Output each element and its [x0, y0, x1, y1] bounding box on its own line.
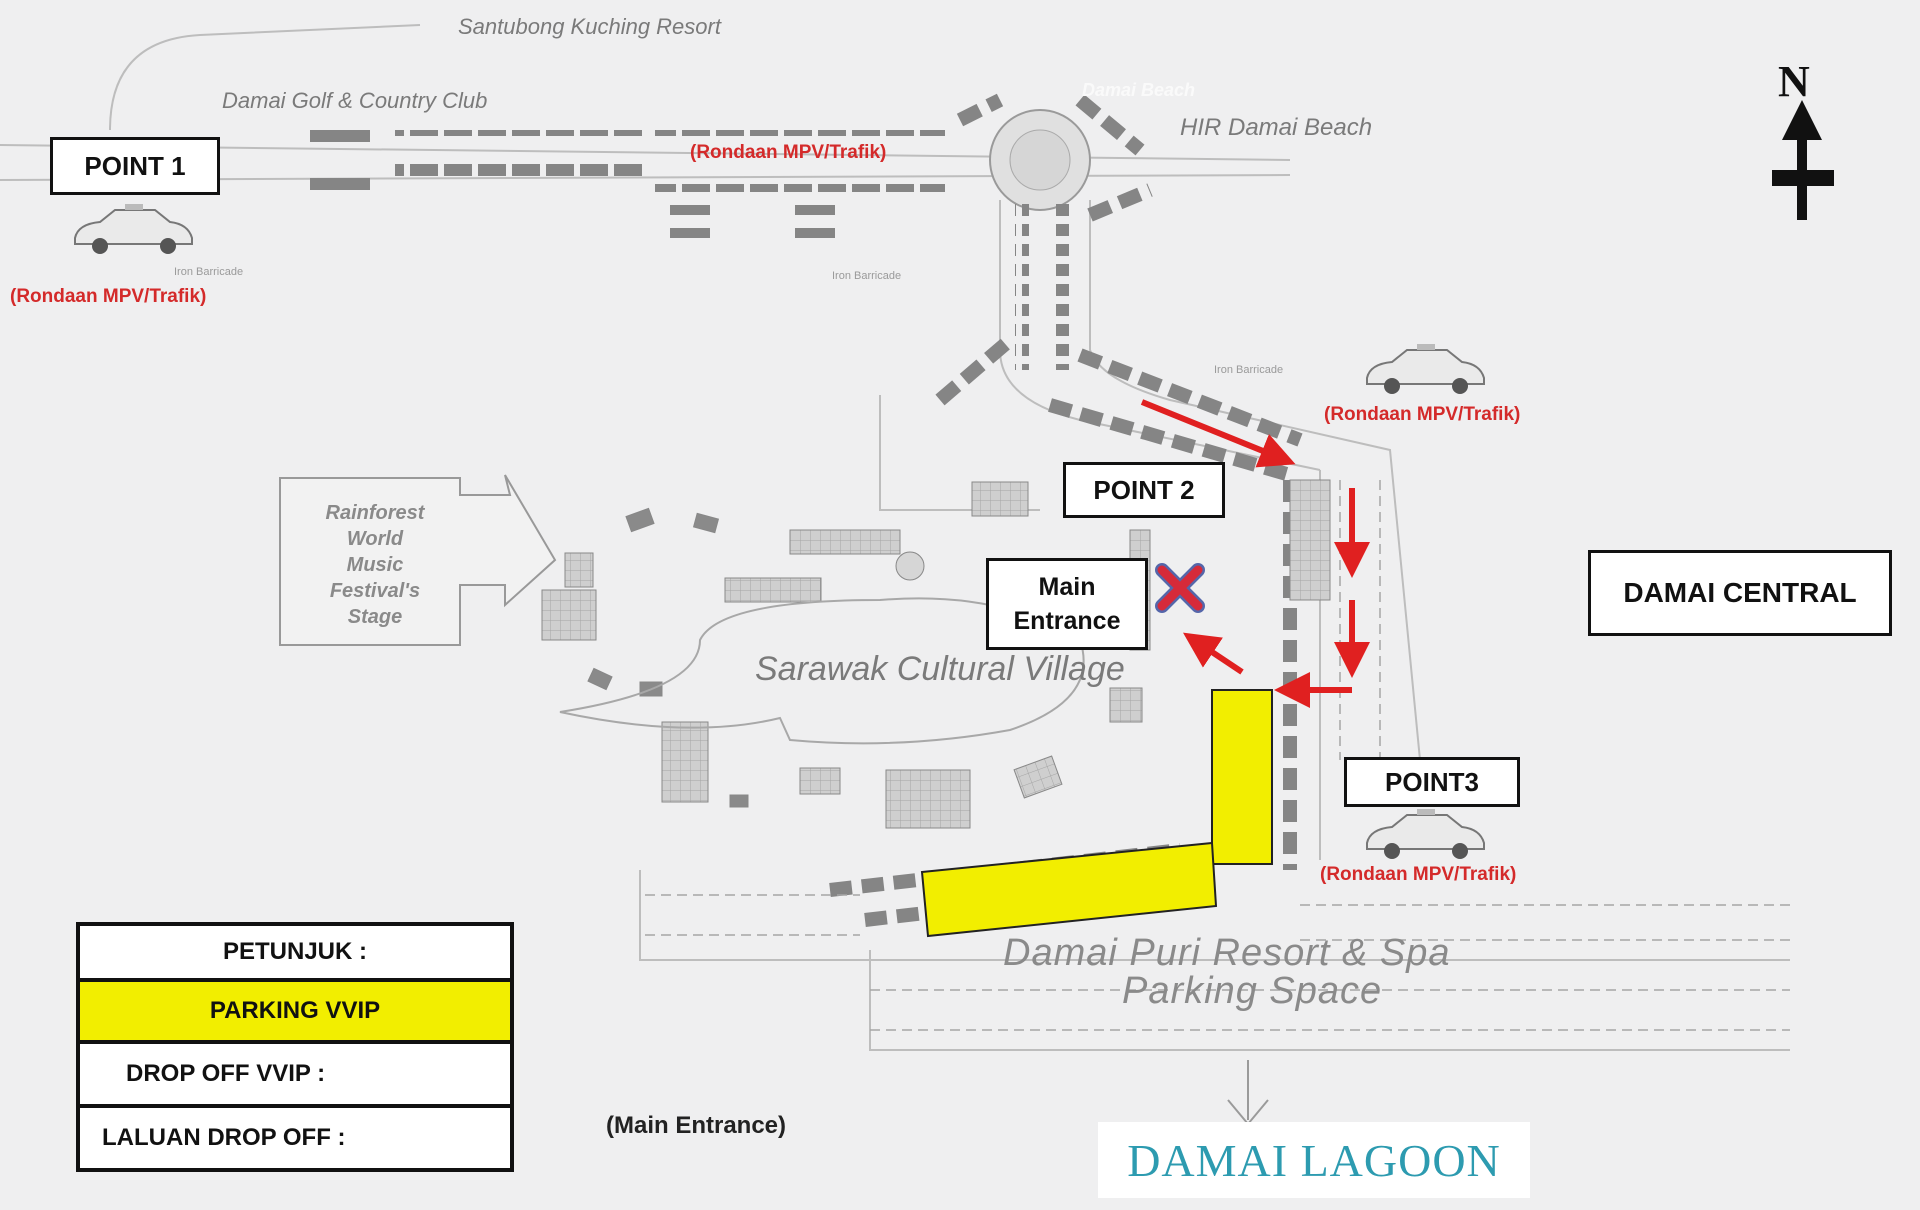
point-2-label: POINT 2: [1093, 474, 1195, 505]
patrol-label-1: (Rondaan MPV/Trafik): [10, 286, 207, 307]
lagoon-pointer-arrow: [1227, 1060, 1269, 1126]
car-icon: [74, 204, 193, 254]
main-entrance-line2: Entrance: [1013, 607, 1121, 635]
damai-lagoon-sign: DAMAI LAGOON: [1098, 1122, 1530, 1198]
point-3-box: POINT3: [1344, 757, 1520, 807]
main-entrance-note: (Main Entrance): [606, 1112, 787, 1139]
stage-line: Rainforest: [325, 502, 425, 524]
label-cultural-village: Sarawak Cultural Village: [755, 650, 1125, 688]
label-rainforest-stage: Rainforest World Music Festival's Stage: [300, 500, 450, 630]
car-icon: [1366, 344, 1485, 394]
point-1-label: POINT 1: [84, 150, 186, 181]
point-3-label: POINT3: [1385, 766, 1479, 797]
north-label: N: [1778, 57, 1810, 106]
legend-title: PETUNJUK :: [222, 938, 367, 965]
label-golf-club: Damai Golf & Country Club: [222, 88, 488, 113]
stage-line: Stage: [347, 606, 403, 628]
legend-route-row: LALUAN DROP OFF :: [76, 1104, 514, 1172]
legend-title-row: PETUNJUK :: [76, 922, 514, 982]
label-santubong: Santubong Kuching Resort: [458, 14, 721, 39]
label-parking-line2: Parking Space: [1122, 970, 1383, 1012]
patrol-label-2: (Rondaan MPV/Trafik): [690, 142, 887, 163]
parking-lanes: [645, 480, 1790, 1031]
label-iron-barricade-2: Iron Barricade: [832, 270, 902, 282]
drop-off-x-icon: [1155, 563, 1205, 613]
label-iron-barricade-3: Iron Barricade: [1214, 364, 1284, 376]
patrol-label-4: (Rondaan MPV/Trafik): [1320, 864, 1517, 885]
patrol-label-3: (Rondaan MPV/Trafik): [1324, 404, 1521, 425]
parking-vvip-area: [920, 689, 1273, 938]
label-iron-barricade-1: Iron Barricade: [174, 266, 244, 278]
roundabout: [989, 109, 1091, 211]
stage-line: Music: [346, 554, 404, 576]
main-entrance-box: Main Entrance: [986, 558, 1148, 650]
point-1-box: POINT 1: [50, 137, 220, 195]
damai-lagoon-label: DAMAI LAGOON: [1127, 1134, 1501, 1186]
legend: PETUNJUK : PARKING VVIP DROP OFF VVIP : …: [76, 922, 514, 1172]
stage-line: World: [346, 528, 404, 550]
stage-outline: [279, 474, 557, 646]
car-icon: [1366, 809, 1485, 859]
stage-line: Festival's: [329, 580, 421, 602]
legend-route-label: LALUAN DROP OFF :: [102, 1124, 346, 1151]
north-arrow-icon: [1772, 100, 1834, 220]
damai-central-box: DAMAI CENTRAL: [1588, 550, 1892, 636]
point-2-box: POINT 2: [1063, 462, 1225, 518]
drop-off-route: [1140, 399, 1370, 708]
damai-central-label: DAMAI CENTRAL: [1623, 577, 1857, 608]
legend-parking-row: PARKING VVIP: [76, 978, 514, 1044]
legend-drop-off-row: DROP OFF VVIP :: [76, 1040, 514, 1108]
label-hir-damai-beach: HIR Damai Beach: [1180, 114, 1373, 141]
road-barricades: [310, 130, 1069, 370]
legend-drop-off-label: DROP OFF VVIP :: [126, 1060, 326, 1087]
label-damai-beach-resort: Damai Beach: [1082, 80, 1196, 100]
legend-parking-label: PARKING VVIP: [209, 997, 381, 1024]
label-parking-line1: Damai Puri Resort & Spa: [1003, 932, 1451, 974]
main-entrance-line1: Main: [1038, 573, 1096, 601]
